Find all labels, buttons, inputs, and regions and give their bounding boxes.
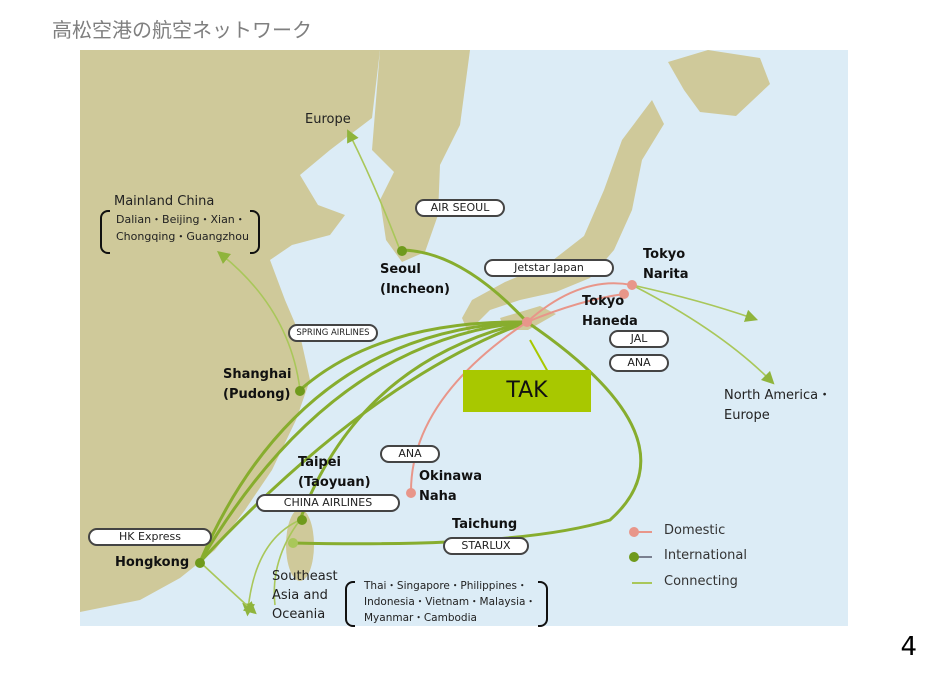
land-korea xyxy=(372,50,470,262)
dot-naha xyxy=(406,488,416,498)
airline-china-airlines: CHINA AIRLINES xyxy=(256,494,400,512)
mainland-city-line-2: Chongqing・Guangzhou xyxy=(116,230,249,243)
bracket-right xyxy=(250,210,260,254)
page-number: 4 xyxy=(900,632,917,662)
slide-title: 高松空港の航空ネットワーク xyxy=(52,18,312,42)
airline-ana-naha: ANA xyxy=(380,445,440,463)
dest-north-america-europe: North America・ Europe xyxy=(724,388,832,423)
bracket-left xyxy=(100,210,110,254)
dot-narita xyxy=(627,280,637,290)
airline-jetstar-japan: Jetstar Japan xyxy=(484,259,614,277)
airline-jal: JAL xyxy=(609,330,669,348)
city-narita: Tokyo Narita xyxy=(643,247,689,282)
hub-tak-label: TAK xyxy=(463,370,591,412)
dest-sea-oceania: Southeast Asia and Oceania xyxy=(272,569,338,622)
sea-city-line-3: Myanmar・Cambodia xyxy=(364,612,477,624)
legend-marks xyxy=(629,527,652,584)
legend-connecting: Connecting xyxy=(664,574,738,589)
dest-europe: Europe xyxy=(305,112,351,127)
dot-seoul xyxy=(397,246,407,256)
dot-taipei xyxy=(297,515,307,525)
city-okinawa: Okinawa Naha xyxy=(419,469,482,504)
dot-tak xyxy=(522,317,532,327)
dest-mainland-china: Mainland China xyxy=(114,194,215,209)
city-hongkong: Hongkong xyxy=(115,555,190,570)
legend-domestic: Domestic xyxy=(664,523,726,538)
airline-starlux: STARLUX xyxy=(443,537,529,555)
land-taiwan xyxy=(286,509,314,581)
sea-city-line-1: Thai・Singapore・Philippines・ xyxy=(364,580,528,592)
airline-spring-airlines: SPRING AIRLINES xyxy=(288,324,378,342)
sea-city-line-2: Indonesia・Vietnam・Malaysia・ xyxy=(364,596,536,608)
dot-shanghai xyxy=(295,386,305,396)
dot-haneda xyxy=(619,289,629,299)
legend-international: International xyxy=(664,548,747,563)
land-china xyxy=(80,50,380,612)
dot-hongkong xyxy=(195,558,205,568)
bracket-right xyxy=(538,581,548,627)
land-hokkaido xyxy=(668,50,770,116)
bracket-left xyxy=(345,581,355,627)
land-japan xyxy=(462,100,664,332)
airline-hk-express: HK Express xyxy=(88,528,212,546)
city-shanghai: Shanghai (Pudong) xyxy=(223,367,292,402)
mainland-city-line-1: Dalian・Beijing・Xian・ xyxy=(116,213,246,226)
city-taichung: Taichung xyxy=(452,517,518,532)
city-seoul: Seoul (Incheon) xyxy=(380,262,450,297)
airline-ana-haneda: ANA xyxy=(609,354,669,372)
city-haneda: Tokyo Haneda xyxy=(582,294,638,329)
city-taipei: Taipei (Taoyuan) xyxy=(298,455,371,490)
airline-air-seoul: AIR SEOUL xyxy=(415,199,505,217)
dot-taichung xyxy=(288,538,298,548)
